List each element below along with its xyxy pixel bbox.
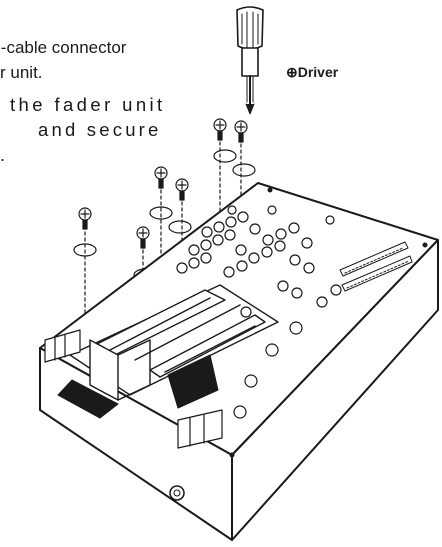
level-meters <box>339 241 413 292</box>
instruction-line-1: i-cable connector <box>0 38 127 57</box>
instruction-line-2: r unit. <box>0 63 43 82</box>
fader-unit <box>57 284 279 419</box>
screwdriver-icon <box>236 6 264 115</box>
instruction-line-3: the fader unit <box>10 94 166 115</box>
knob-array <box>176 205 342 419</box>
instruction-line-5: . <box>0 145 6 165</box>
driver-label: ⊕Driver <box>286 64 339 80</box>
front-connectors <box>44 329 223 449</box>
instruction-line-4: and secure <box>38 119 162 140</box>
